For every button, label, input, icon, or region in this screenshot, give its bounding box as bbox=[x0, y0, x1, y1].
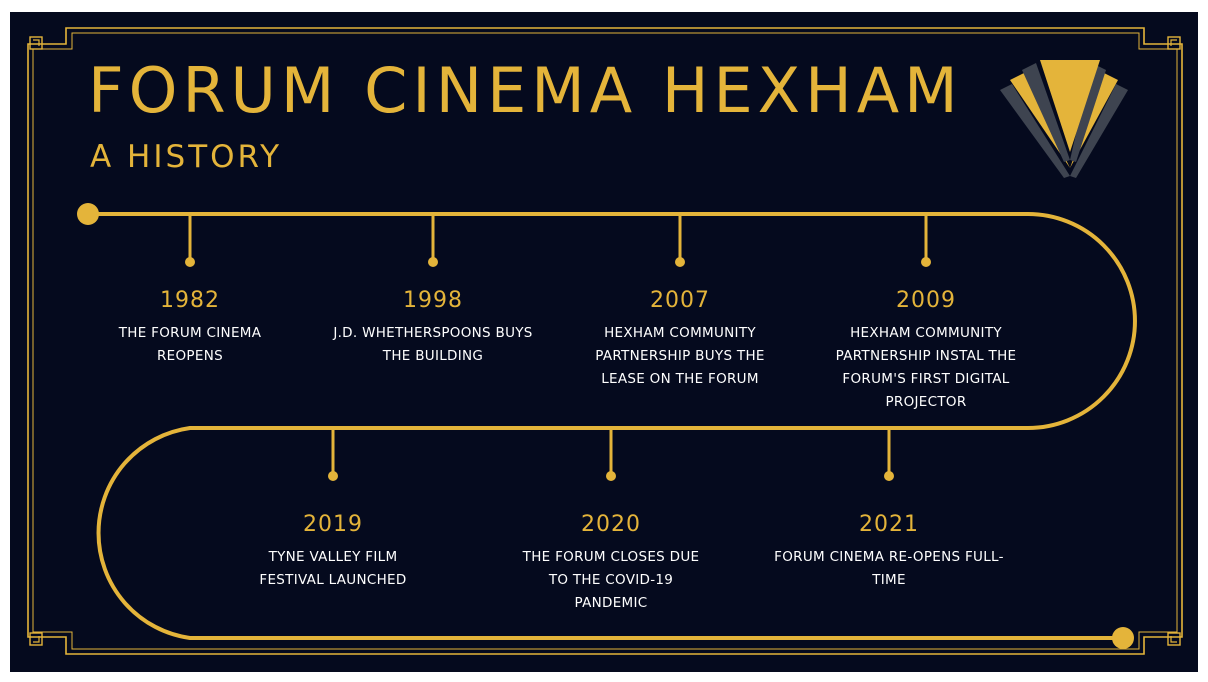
event-description: HEXHAM COMMUNITY PARTNERSHIP INSTAL THE … bbox=[835, 325, 1017, 410]
event-description: THE FORUM CLOSES DUE TO THE COVID-19 PAN… bbox=[522, 549, 700, 611]
event-2019: 2019 TYNE VALLEY FILM FESTIVAL LAUNCHED bbox=[213, 514, 453, 592]
event-2007: 2007 HEXHAM COMMUNITY PARTNERSHIP BUYS T… bbox=[560, 290, 800, 391]
timeline-start-dot bbox=[77, 203, 99, 225]
tick-1998 bbox=[428, 214, 438, 267]
tick-2019 bbox=[328, 428, 338, 481]
tick-2021 bbox=[884, 428, 894, 481]
event-description: J.D. WHETHERSPOONS BUYS THE BUILDING bbox=[333, 325, 533, 364]
event-year: 2009 bbox=[896, 288, 956, 313]
event-year: 1982 bbox=[160, 288, 220, 313]
tick-2020 bbox=[606, 428, 616, 481]
event-2009: 2009 HEXHAM COMMUNITY PARTNERSHIP INSTAL… bbox=[806, 290, 1046, 414]
event-description: TYNE VALLEY FILM FESTIVAL LAUNCHED bbox=[259, 549, 407, 588]
art-deco-frame bbox=[27, 27, 1183, 655]
event-1982: 1982 THE FORUM CINEMA REOPENS bbox=[70, 290, 310, 368]
event-year: 2019 bbox=[303, 512, 363, 537]
event-2020: 2020 THE FORUM CLOSES DUE TO THE COVID-1… bbox=[491, 514, 731, 615]
background-panel bbox=[10, 12, 1198, 672]
page-title: FORUM CINEMA HEXHAM bbox=[88, 54, 963, 127]
event-1998: 1998 J.D. WHETHERSPOONS BUYS THE BUILDIN… bbox=[313, 290, 553, 368]
timeline-end-dot bbox=[1112, 627, 1134, 649]
page-subtitle: A HISTORY bbox=[90, 139, 283, 175]
event-description: HEXHAM COMMUNITY PARTNERSHIP BUYS THE LE… bbox=[595, 325, 765, 387]
event-year: 2021 bbox=[859, 512, 919, 537]
art-deco-logo-icon bbox=[1000, 60, 1128, 178]
event-year: 2020 bbox=[581, 512, 641, 537]
event-2021: 2021 FORUM CINEMA RE-OPENS FULL-TIME bbox=[769, 514, 1009, 592]
event-description: FORUM CINEMA RE-OPENS FULL-TIME bbox=[774, 549, 1004, 588]
event-year: 2007 bbox=[650, 288, 710, 313]
tick-2009 bbox=[921, 214, 931, 267]
tick-1982 bbox=[185, 214, 195, 267]
tick-2007 bbox=[675, 214, 685, 267]
event-year: 1998 bbox=[403, 288, 463, 313]
timeline-path bbox=[88, 212, 1137, 640]
event-description: THE FORUM CINEMA REOPENS bbox=[118, 325, 262, 364]
